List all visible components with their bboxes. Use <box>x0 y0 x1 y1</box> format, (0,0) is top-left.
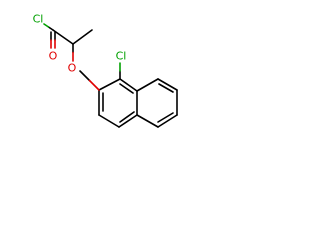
ether-ring-bond <box>79 70 91 82</box>
ether-oxygen-atom: O <box>68 62 77 75</box>
atom-labels: Cl O O Cl <box>33 13 127 75</box>
acyl-chloride-bond <box>47 26 54 31</box>
carbonyl-oxygen-atom: O <box>49 50 58 63</box>
ether-ring-bond-hetero-half <box>88 79 100 91</box>
acyl-chloride-bond-hetero-half <box>43 23 50 28</box>
carbon-skeleton <box>52 29 178 128</box>
ring-chlorine-atom: Cl <box>116 50 127 63</box>
acyl-chlorine-atom: Cl <box>33 13 44 26</box>
molecule-structure: Cl O O Cl <box>33 13 178 128</box>
heteroatom-bonds <box>43 23 121 91</box>
